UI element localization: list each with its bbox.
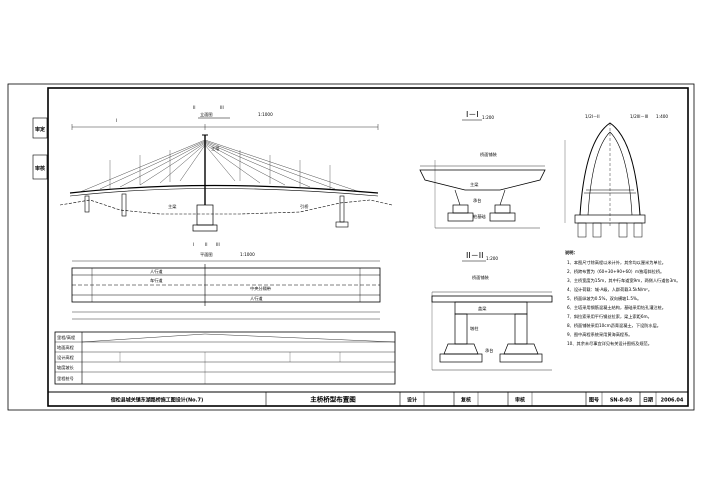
note-2: 2、桥跨布置为（60+30+90+60）m独塔斜拉桥。 bbox=[567, 268, 664, 275]
stay-cables bbox=[79, 139, 361, 193]
tower-scale: 1:400 bbox=[656, 114, 668, 119]
plan-label-4: 人行道 bbox=[250, 295, 263, 302]
drawing-name: 主桥桥型布置图 bbox=[310, 395, 356, 404]
section-1-note-3: 承台 bbox=[473, 197, 481, 204]
title-block: 宿松县城关镇东湖路桥施工图设计(No.7) 主桥桥型布置图 设计 复核 审核 图… bbox=[47, 391, 689, 407]
plan-label-2: 车行道 bbox=[150, 277, 163, 284]
date: 2006.04 bbox=[661, 398, 684, 404]
ground-line bbox=[59, 199, 393, 215]
pier-mark-top-1: I bbox=[116, 118, 117, 123]
notes-block: 说明： 1、本图尺寸除高程以米计外，其余均以厘米为单位。 2、桥跨布置为（60+… bbox=[565, 249, 681, 347]
plan-title: 平面图 bbox=[200, 252, 213, 258]
section-1-scale: 1:200 bbox=[482, 115, 494, 120]
plan-label-1: 人行道 bbox=[150, 268, 163, 275]
section-2-note-4: 承台 bbox=[485, 347, 493, 354]
elevation-title: 立面图 bbox=[200, 111, 213, 118]
plan-view: 平面图 1:1000 人行道 车行道 中央分隔带 人行道 bbox=[71, 252, 381, 320]
pier-mark-bottom-2: II bbox=[205, 242, 207, 247]
review-label: 复核 bbox=[460, 397, 471, 404]
note-6: 6、主塔采用钢筋混凝土结构，基础采用钻孔灌注桩。 bbox=[567, 304, 666, 311]
note-3: 3、主桥宽度为15m，其中行车道宽9m，两侧人行道各3m。 bbox=[567, 277, 681, 284]
note-7: 7、斜拉索采用平行钢丝拉索，梁上索距6m。 bbox=[567, 313, 652, 320]
date-label: 日期 bbox=[643, 397, 653, 404]
left-strip: 审定 审核 bbox=[32, 117, 48, 180]
elevation-scale: 1:1000 bbox=[258, 112, 273, 117]
profile-row-1: 里程/高程 bbox=[57, 334, 76, 341]
tower-right-title: 1/2III－III bbox=[630, 114, 648, 119]
section-1: I－I 1:200 桥面铺装 主梁 承台 桩基础 bbox=[419, 110, 546, 229]
pier-mark-bottom-1: I bbox=[193, 242, 194, 247]
profile-row-4: 坡度坡长 bbox=[57, 364, 75, 371]
left-strip-box2: 审核 bbox=[35, 165, 45, 172]
note-5: 5、桥面纵坡为0.5%，双向横坡1.5%。 bbox=[567, 295, 641, 302]
section-1-note-2: 主梁 bbox=[470, 181, 479, 188]
section-2: II－II 1:200 桥面铺装 盖梁 墩柱 承台 bbox=[431, 251, 553, 371]
design-label: 设计 bbox=[407, 397, 417, 404]
plan-label-3: 中央分隔带 bbox=[250, 285, 271, 292]
section-1-note-4: 桩基础 bbox=[473, 213, 486, 220]
profile-table: 里程/高程 地面高程 设计高程 坡度坡长 里程桩号 bbox=[54, 331, 396, 385]
elevation-label-tower: 主塔 bbox=[211, 145, 220, 152]
plan-scale: 1:1000 bbox=[240, 252, 255, 257]
section-2-note-3: 墩柱 bbox=[470, 325, 479, 332]
section-2-note-2: 盖梁 bbox=[478, 305, 487, 312]
tower-views: 1/2I－II 1/2III－III 1:400 bbox=[564, 114, 668, 238]
elevation-label-deck: 主梁 bbox=[168, 203, 177, 210]
outer-frame bbox=[7, 83, 695, 411]
pier-mark-top-3: III bbox=[220, 105, 224, 110]
project-name: 宿松县城关镇东湖路桥施工图设计(No.7) bbox=[111, 397, 204, 404]
section-2-title: II－II bbox=[466, 251, 483, 260]
note-1: 1、本图尺寸除高程以米计外，其余均以厘米为单位。 bbox=[567, 259, 666, 266]
notes-header: 说明： bbox=[565, 249, 578, 256]
drawing-no-label: 图号 bbox=[589, 397, 599, 404]
pier-mark-bottom-3: III bbox=[216, 242, 220, 247]
section-2-scale: 1:200 bbox=[486, 256, 498, 261]
elevation-view: 立面图 1:1000 I II III I II III bbox=[59, 105, 393, 247]
tower-left-title: 1/2I－II bbox=[585, 114, 600, 119]
note-8: 8、桥面铺装采用10cm沥青混凝土，下设防水层。 bbox=[567, 322, 661, 329]
deck-line bbox=[69, 184, 379, 194]
note-4: 4、设计荷载：城-A级，人群荷载3.5kN/m²。 bbox=[567, 286, 652, 293]
elevation-label-approach: 引桥 bbox=[300, 203, 309, 210]
profile-row-3: 设计高程 bbox=[57, 354, 75, 361]
profile-row-5: 里程桩号 bbox=[57, 375, 74, 382]
note-10: 10、其余未尽事宜详见有关设计图纸及规范。 bbox=[567, 340, 652, 347]
section-2-note-1: 桥面铺装 bbox=[472, 274, 490, 281]
profile-row-2: 地面高程 bbox=[57, 344, 75, 351]
drawing-no: SN-8-03 bbox=[610, 398, 633, 404]
section-1-note-1: 桥面铺装 bbox=[480, 151, 498, 158]
pier-mark-top-2: II bbox=[193, 105, 195, 110]
check-label: 审核 bbox=[515, 397, 525, 404]
inner-frame bbox=[47, 87, 689, 407]
left-strip-box1: 审定 bbox=[35, 126, 45, 133]
section-1-title: I－I bbox=[466, 110, 479, 119]
note-9: 9、图中高程系统采用黄海高程系。 bbox=[567, 331, 632, 338]
